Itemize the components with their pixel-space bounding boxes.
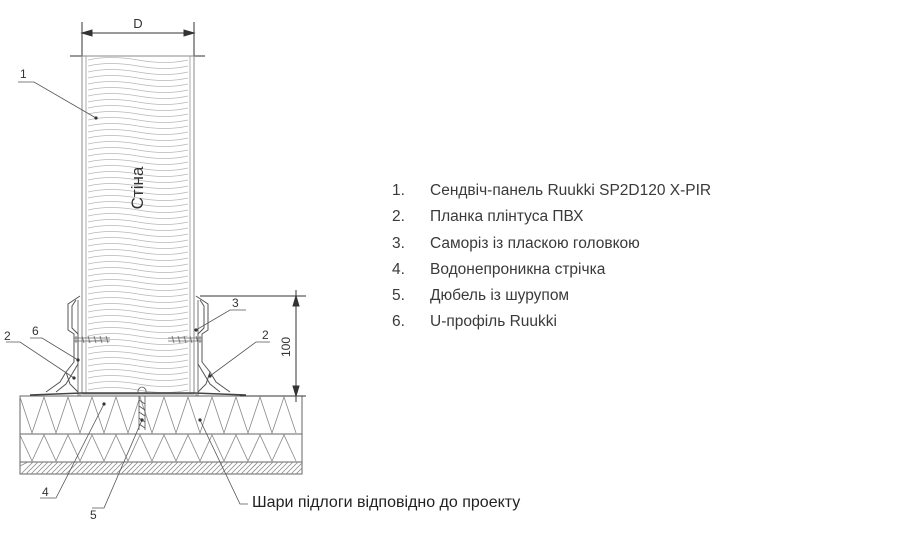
floor-layers bbox=[19, 395, 303, 475]
callout-5: 5 bbox=[90, 508, 97, 522]
legend-list: 1. Сендвіч-панель Ruukki SP2D120 X-PIR 2.… bbox=[392, 178, 711, 336]
legend-item: 3. Саморіз із пласкою головкою bbox=[392, 231, 711, 257]
legend-item-number: 3. bbox=[392, 234, 405, 252]
legend-item: 1. Сендвіч-панель Ruukki SP2D120 X-PIR bbox=[392, 178, 711, 204]
callout-4: 4 bbox=[42, 485, 49, 499]
sandwich-panel bbox=[81, 55, 195, 395]
screw-right bbox=[168, 335, 202, 344]
legend-item-text: Сендвіч-панель Ruukki SP2D120 X-PIR bbox=[430, 182, 712, 199]
insulation-pattern bbox=[87, 57, 189, 393]
legend-item-number: 5. bbox=[392, 287, 405, 305]
legend-item-text: Планка плінтуса ПВХ bbox=[430, 208, 584, 226]
legend-item: 4. Водонепроникна стрічка bbox=[392, 257, 711, 283]
legend-item: 2. Планка плінтуса ПВХ bbox=[392, 204, 711, 230]
callout-6: 6 bbox=[32, 324, 39, 338]
legend-item-number: 1. bbox=[392, 182, 405, 199]
floor-insulation-bottom bbox=[19, 434, 297, 462]
height-dimension bbox=[200, 290, 306, 402]
legend-item-text: Саморіз із пласкою головкою bbox=[430, 234, 640, 252]
legend-item-text: Водонепроникна стрічка bbox=[430, 260, 606, 278]
plinth-strip-right bbox=[195, 295, 231, 393]
leader-dots bbox=[72, 116, 212, 422]
legend-item-text: Дюбель із шурупом bbox=[430, 287, 570, 305]
floor-base-hatch bbox=[19, 461, 303, 475]
legend-item-number: 4. bbox=[392, 260, 405, 278]
floor-layers-caption: Шари підлоги відповідно до проекту bbox=[252, 494, 521, 511]
dowel-with-screw bbox=[137, 386, 147, 430]
height-dimension-label: 100 bbox=[279, 337, 293, 357]
legend-item: 6. U-профіль Ruukki bbox=[392, 309, 711, 335]
legend-item-number: 2. bbox=[392, 208, 405, 226]
callout-2-left: 2 bbox=[4, 329, 11, 343]
floor-insulation-top bbox=[19, 395, 297, 435]
callout-2-right: 2 bbox=[262, 328, 269, 342]
leader-lines bbox=[6, 81, 270, 509]
width-dimension-label: D bbox=[133, 16, 142, 31]
callout-1: 1 bbox=[20, 67, 27, 81]
legend-item-text: U-профіль Ruukki bbox=[430, 313, 557, 331]
callout-3: 3 bbox=[232, 296, 239, 310]
legend-item: 5. Дюбель із шурупом bbox=[392, 283, 711, 309]
wall-label: Стіна bbox=[128, 166, 147, 209]
plinth-strip-left bbox=[45, 295, 81, 393]
screw-left bbox=[74, 335, 110, 344]
legend-item-number: 6. bbox=[392, 313, 405, 331]
